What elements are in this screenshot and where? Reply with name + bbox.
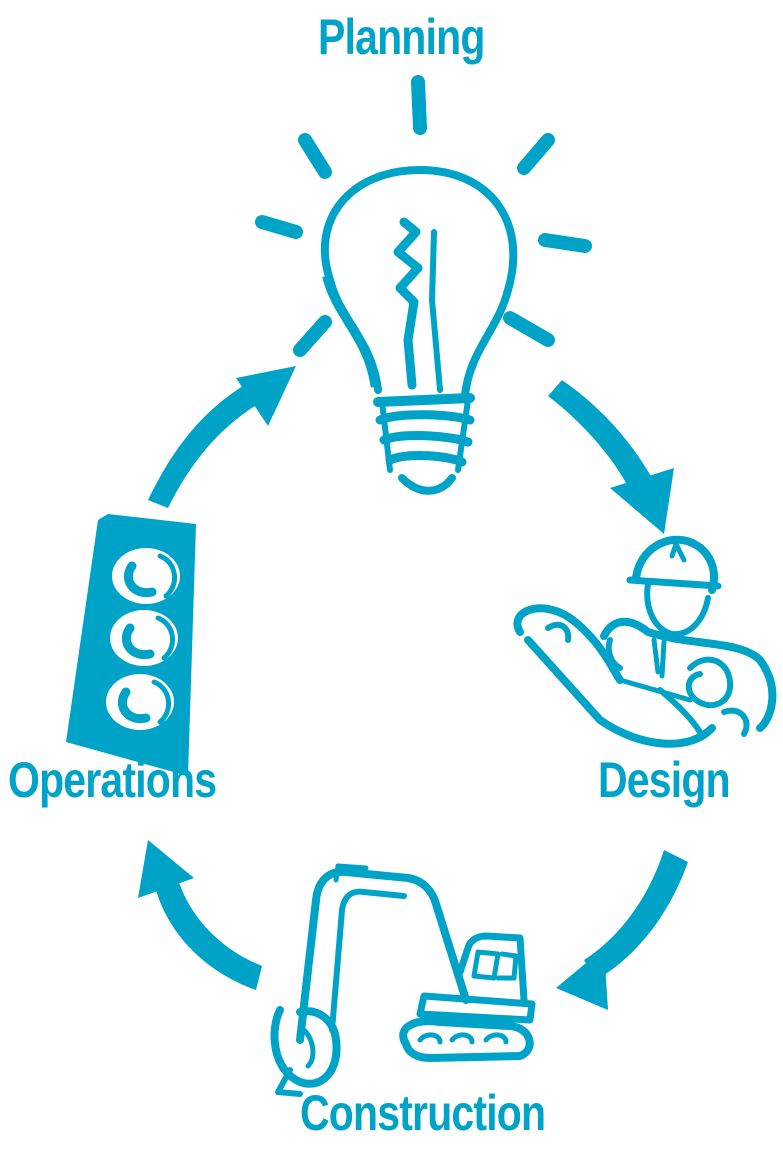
- excavator-icon: [270, 863, 536, 1097]
- arrow-design-to-construction: [556, 850, 688, 1010]
- traffic-light-icon: [66, 514, 196, 776]
- arrow-construction-to-operations: [138, 840, 262, 990]
- arrow-operations-to-planning: [148, 366, 296, 508]
- stage-label-operations: Operations: [8, 752, 217, 808]
- cycle-arrows: [138, 366, 688, 1010]
- engineer-with-blueprint-icon: [513, 535, 777, 748]
- light-rays: [255, 75, 592, 357]
- stage-label-design: Design: [598, 752, 731, 808]
- arrow-planning-to-design: [548, 380, 674, 534]
- stage-label-planning: Planning: [318, 9, 485, 65]
- lightbulb-icon: [255, 75, 592, 495]
- stage-label-construction: Construction: [300, 1085, 546, 1141]
